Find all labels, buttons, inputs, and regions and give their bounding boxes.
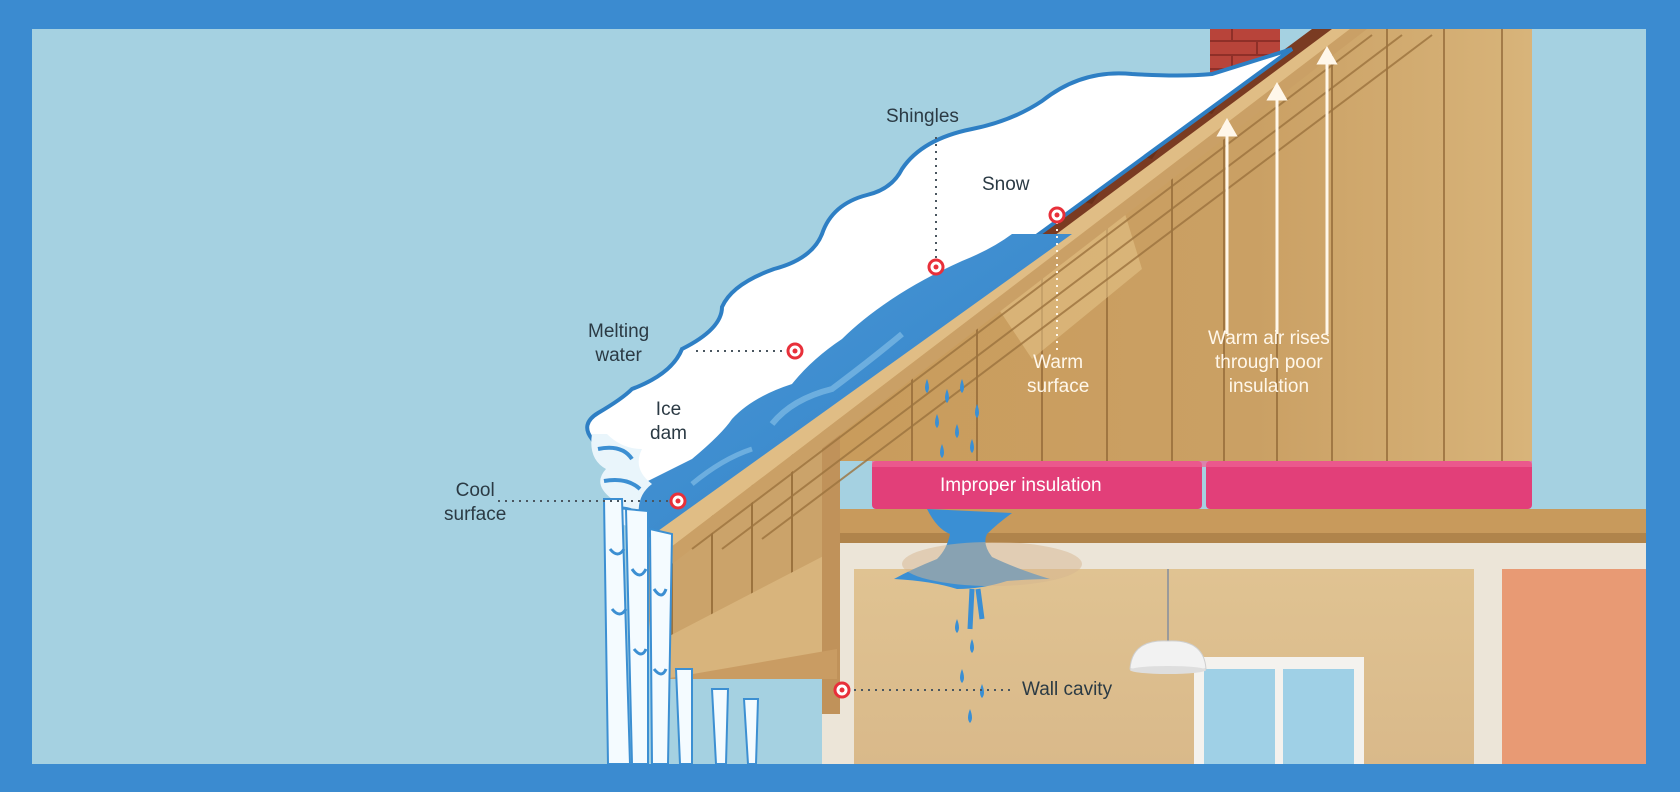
label-cool-surface-line-1: Cool bbox=[444, 479, 506, 503]
label-ice-dam-line-1: Ice bbox=[650, 398, 687, 422]
label-warm-air: Warm air rises through poor insulation bbox=[1208, 327, 1330, 399]
label-snow: Snow bbox=[982, 173, 1030, 197]
label-warm-air-line-2: through poor bbox=[1208, 351, 1330, 375]
label-wall-cavity: Wall cavity bbox=[1022, 678, 1112, 702]
label-melting-water-line-1: Melting bbox=[588, 320, 649, 344]
label-warm-surface-line-1: Warm bbox=[1027, 351, 1089, 375]
label-warm-air-line-1: Warm air rises bbox=[1208, 327, 1330, 351]
house-cross-section bbox=[32, 29, 1646, 764]
ceiling-stain bbox=[902, 542, 1082, 586]
label-ice-dam-line-2: dam bbox=[650, 422, 687, 446]
label-cool-surface-line-2: surface bbox=[444, 503, 506, 527]
label-warm-surface: Warm surface bbox=[1027, 351, 1089, 399]
label-cool-surface: Cool surface bbox=[444, 479, 506, 527]
label-shingles: Shingles bbox=[886, 105, 959, 129]
label-warm-air-line-3: insulation bbox=[1208, 375, 1330, 399]
label-ice-dam: Ice dam bbox=[650, 398, 687, 446]
label-melting-water-line-2: water bbox=[588, 344, 649, 368]
ceiling-joist-edge bbox=[822, 533, 1646, 543]
label-warm-surface-line-2: surface bbox=[1027, 375, 1089, 399]
label-melting-water: Melting water bbox=[588, 320, 649, 368]
ice-dam-illustration: Shingles Snow Melting water Warm surface… bbox=[32, 29, 1646, 764]
label-improper-insulation: Improper insulation bbox=[940, 474, 1102, 498]
